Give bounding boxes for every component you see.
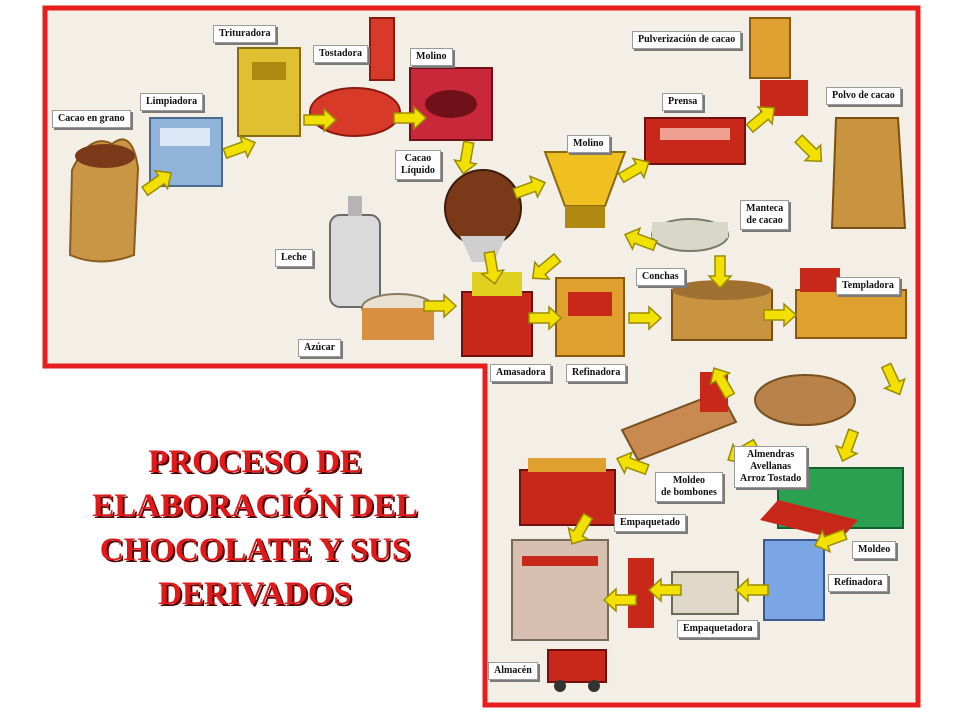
flow-arrow bbox=[617, 157, 650, 184]
packed-boxes-illustration bbox=[519, 458, 616, 526]
label-almendras-avellanas-arroz: Almendras Avellanas Arroz Tostado bbox=[734, 446, 808, 488]
flow-arrow bbox=[222, 134, 257, 160]
mill-machine-illustration bbox=[409, 67, 493, 141]
flow-arrow bbox=[567, 512, 594, 545]
conche-machine-illustration bbox=[671, 280, 773, 341]
flow-arrow bbox=[813, 528, 848, 554]
label-moldeo: Moldeo bbox=[852, 541, 897, 559]
flow-arrow bbox=[303, 107, 338, 133]
flow-arrow bbox=[709, 367, 736, 400]
cocoa-powder-bag-illustration bbox=[830, 117, 907, 229]
warehouse-illustration bbox=[511, 539, 609, 641]
packaging-machine-illustration bbox=[628, 558, 739, 628]
flow-arrow bbox=[794, 134, 823, 163]
flow-arrow bbox=[140, 169, 173, 197]
page-title: PROCESO DE ELABORACIÓN DEL CHOCOLATE Y S… bbox=[92, 444, 418, 612]
label-polvo-de-cacao: Polvo de cacao bbox=[826, 87, 901, 105]
cooling-cabinet-illustration bbox=[763, 539, 825, 621]
flow-arrow bbox=[602, 587, 637, 613]
milk-tank-illustration bbox=[329, 196, 381, 308]
flow-arrow bbox=[393, 105, 428, 131]
flow-arrow bbox=[512, 174, 547, 200]
flow-arrow bbox=[480, 250, 506, 285]
flow-arrow bbox=[452, 140, 478, 175]
flow-arrow bbox=[647, 577, 682, 603]
flow-arrow bbox=[734, 577, 769, 603]
flow-arrow bbox=[707, 255, 733, 290]
label-cacao-liquido: Cacao Líquido bbox=[395, 150, 441, 180]
flow-arrow bbox=[880, 362, 906, 396]
flow-arrow bbox=[628, 305, 663, 331]
label-refinadora-2: Refinadora bbox=[828, 574, 889, 592]
crusher-machine-illustration bbox=[237, 47, 301, 137]
label-amasadora: Amasadora bbox=[490, 364, 552, 382]
label-empaquetado: Empaquetado bbox=[614, 514, 687, 532]
flow-arrow bbox=[615, 450, 650, 476]
flow-arrow bbox=[834, 428, 860, 463]
kneader-machine-illustration bbox=[461, 272, 533, 357]
label-conchas: Conchas bbox=[636, 268, 685, 286]
cacao-sack-illustration bbox=[68, 138, 140, 263]
label-templadora: Templadora bbox=[836, 277, 900, 295]
flow-arrow bbox=[423, 293, 458, 319]
label-refinadora: Refinadora bbox=[566, 364, 627, 382]
label-almacen: Almacén bbox=[488, 662, 538, 680]
label-leche: Leche bbox=[275, 249, 313, 267]
tempering-machine-illustration bbox=[795, 268, 907, 339]
label-cacao-en-grano: Cacao en grano bbox=[52, 110, 131, 128]
delivery-truck-illustration bbox=[547, 649, 607, 692]
label-limpiadora: Limpiadora bbox=[140, 93, 204, 111]
nuts-pile-illustration bbox=[754, 374, 856, 426]
label-trituradora: Trituradora bbox=[213, 25, 277, 43]
flow-arrow bbox=[623, 226, 658, 252]
label-tostadora: Tostadora bbox=[313, 45, 368, 63]
label-molino-2: Molino bbox=[567, 135, 610, 153]
flow-arrow bbox=[763, 302, 798, 328]
press-machine-illustration bbox=[644, 117, 746, 165]
label-prensa: Prensa bbox=[662, 93, 704, 111]
cocoa-butter-tank-illustration bbox=[651, 218, 729, 252]
sugar-bowl-illustration bbox=[361, 293, 435, 340]
label-manteca-de-cacao: Manteca de cacao bbox=[740, 200, 790, 230]
label-empaquetadora: Empaquetadora bbox=[677, 620, 759, 638]
label-molino: Molino bbox=[410, 48, 453, 66]
flow-arrow bbox=[528, 305, 563, 331]
label-moldeo-de-bombones: Moldeo de bombones bbox=[655, 472, 723, 502]
diagram-frame bbox=[42, 5, 921, 708]
flow-arrow bbox=[745, 106, 776, 134]
flow-arrow bbox=[531, 252, 562, 280]
label-azucar: Azúcar bbox=[298, 339, 342, 357]
label-pulverizacion-de-cacao: Pulverización de cacao bbox=[632, 31, 742, 49]
refiner-machine-illustration bbox=[555, 277, 625, 357]
